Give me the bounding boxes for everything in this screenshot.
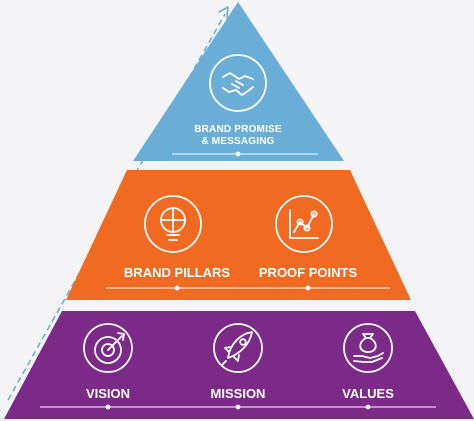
vision-label: VISION — [85, 386, 131, 401]
middle-tier-divider-dot-right — [305, 285, 311, 291]
bottom-tier-divider-dot-2 — [235, 404, 241, 410]
middle-tier — [66, 170, 411, 300]
handshake-icon — [209, 54, 267, 112]
bottom-tier-divider-dot-1 — [105, 404, 111, 410]
brand-promise-label: BRAND PROMISE & MESSAGING — [194, 124, 282, 148]
mission-label: MISSION — [210, 386, 266, 401]
proof-points-label: PROOF POINTS — [258, 265, 358, 280]
bottom-tier — [4, 311, 474, 419]
brand-pillars-label: BRAND PILLARS — [123, 265, 231, 280]
money-bag-hand-icon — [343, 323, 393, 373]
bottom-tier-divider-dot-3 — [365, 404, 371, 410]
target-icon — [83, 323, 133, 373]
middle-tier-divider-dot-left — [174, 285, 180, 291]
values-label: VALUES — [342, 386, 394, 401]
brand-promise-label-line1: BRAND PROMISE — [194, 124, 282, 135]
line-chart-icon — [275, 195, 333, 253]
idea-puzzle-icon — [144, 195, 202, 253]
brand-promise-label-line2: & MESSAGING — [201, 136, 275, 147]
top-tier-divider-dot — [235, 151, 241, 157]
rocket-icon — [213, 323, 263, 373]
